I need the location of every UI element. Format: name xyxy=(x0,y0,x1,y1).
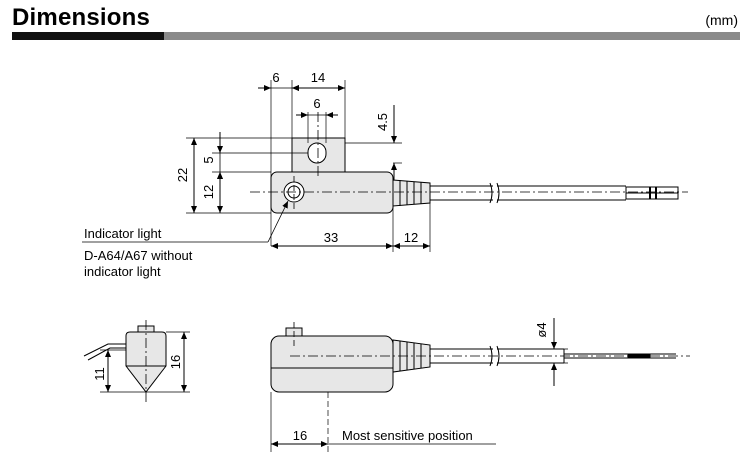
dim-12-right: 12 xyxy=(404,230,418,245)
dim-22: 22 xyxy=(175,168,190,182)
cable-side xyxy=(430,348,493,364)
dim-11: 11 xyxy=(92,367,107,381)
top-view xyxy=(82,80,688,252)
end-view xyxy=(83,320,190,402)
dim-16-end: 16 xyxy=(168,355,183,369)
sensitive-position-label: Most sensitive position xyxy=(342,428,473,443)
sensor-body-side xyxy=(270,335,394,393)
dim-14: 14 xyxy=(311,70,325,85)
title-rule xyxy=(12,32,740,40)
dim-16-side: 16 xyxy=(293,428,307,443)
strain-relief-top xyxy=(392,179,431,207)
unit-label: (mm) xyxy=(705,12,738,28)
dim-33: 33 xyxy=(324,230,338,245)
title-rule-dark xyxy=(12,32,164,40)
dim-12-left: 12 xyxy=(201,185,216,199)
cable-top xyxy=(430,185,493,201)
dim-6-inner: 6 xyxy=(313,96,320,111)
page-title: Dimensions xyxy=(12,4,151,31)
indicator-light-label: Indicator light xyxy=(84,226,162,241)
dim-6-top: 6 xyxy=(272,70,279,85)
dim-4-5: 4.5 xyxy=(375,113,390,131)
mounting-slot xyxy=(307,142,327,164)
title-rule-grey xyxy=(164,32,740,40)
variant-note-line2: indicator light xyxy=(84,264,161,279)
variant-note-line1: D-A64/A67 without xyxy=(84,248,193,263)
end-view-wire xyxy=(83,343,126,357)
dim-5: 5 xyxy=(201,156,216,163)
side-view xyxy=(270,318,690,452)
dim-cable-diameter: ø4 xyxy=(534,322,549,337)
